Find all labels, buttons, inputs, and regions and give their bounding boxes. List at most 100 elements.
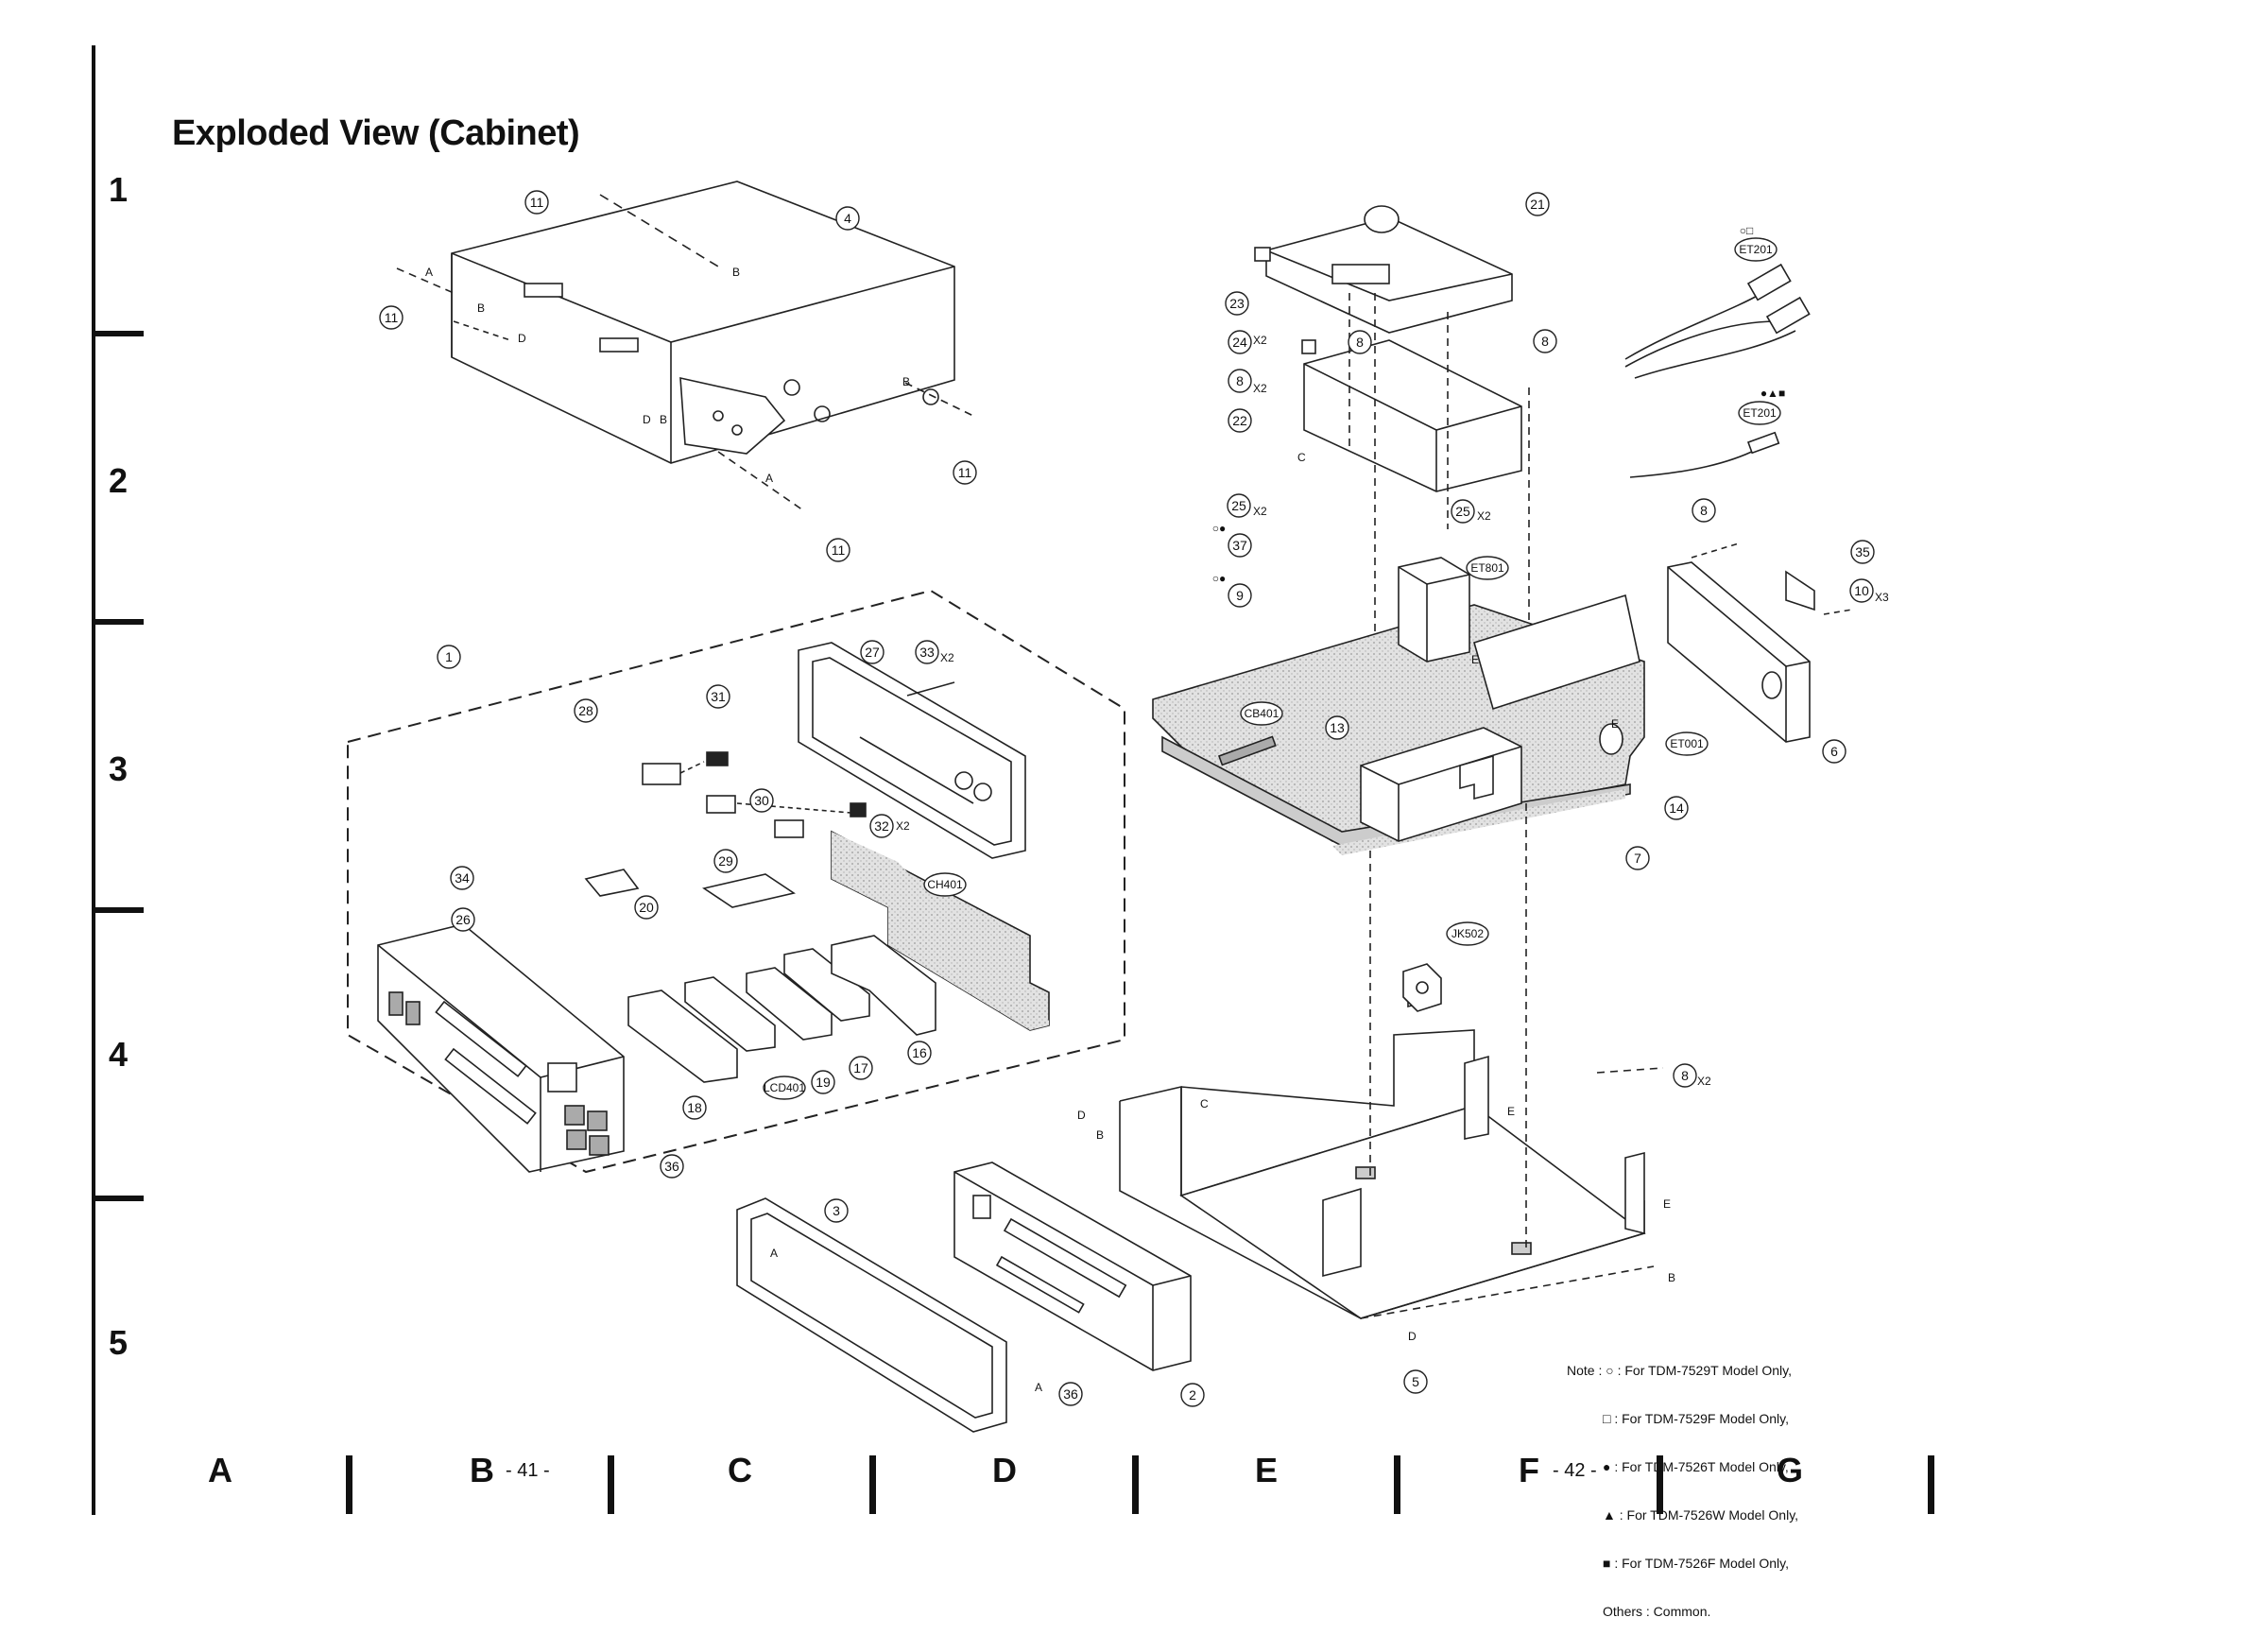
display-frame (798, 642, 1026, 859)
model-marker: ●▲■ (1760, 387, 1785, 400)
ref-letter-d: D (643, 413, 651, 426)
callout-jk502: JK502 (1451, 927, 1484, 940)
column-letter-d: D (992, 1451, 1017, 1489)
model-marker: ○□ (1740, 224, 1754, 237)
ref-letter-e: E (1507, 1105, 1515, 1118)
callout-35: 35 (1855, 544, 1870, 559)
et201-cable (1624, 263, 1811, 478)
ref-letter-b: B (1096, 1128, 1104, 1142)
callout-29: 29 (718, 853, 733, 869)
callout-24: 24 (1232, 335, 1247, 350)
bottom-chassis (1119, 964, 1655, 1319)
callout-33: 33 (919, 645, 935, 660)
row-tick (92, 619, 144, 625)
model-marker: ○● (1212, 572, 1227, 585)
callout-5: 5 (1412, 1374, 1419, 1389)
callout-30: 30 (754, 793, 769, 808)
callout-37: 37 (1232, 538, 1247, 553)
callout-et001: ET001 (1670, 737, 1704, 750)
callout-25: 25 (1455, 504, 1470, 519)
callout-3: 3 (833, 1203, 840, 1218)
callout-28: 28 (578, 703, 593, 718)
callout-et801: ET801 (1470, 561, 1504, 575)
callout-36: 36 (664, 1159, 679, 1174)
callout-31: 31 (711, 689, 726, 704)
exploded-view-page: Exploded View (Cabinet) 1 2 3 4 5 A B - … (92, 45, 1934, 1619)
note-line: ▲ : For TDM-7526W Model Only, (1603, 1507, 1799, 1523)
column-divider (1132, 1455, 1139, 1514)
column-divider (1394, 1455, 1400, 1514)
column-divider (869, 1455, 876, 1514)
callout-6: 6 (1830, 744, 1838, 759)
left-border-rule (92, 45, 95, 1515)
row-tick (92, 1196, 144, 1201)
ref-letter-b: B (902, 375, 910, 388)
ref-letter-b: B (660, 413, 667, 426)
callout-11: 11 (958, 465, 972, 480)
callout-13: 13 (1330, 720, 1345, 735)
note-line: ● : For TDM-7526T Model Only, (1603, 1459, 1789, 1474)
callout-circles (379, 190, 1875, 1407)
lcd-parts (584, 869, 936, 1083)
callout-22: 22 (1232, 413, 1247, 428)
jk502-jack (1402, 963, 1442, 1012)
column-divider (346, 1455, 352, 1514)
callout-27: 27 (865, 645, 880, 660)
ref-letter-b: B (1668, 1271, 1675, 1284)
board-components (1217, 557, 1640, 842)
multiplier-x2: X2 (896, 819, 910, 833)
callout-26: 26 (455, 912, 471, 927)
callout-36: 36 (1063, 1386, 1078, 1402)
multiplier-x2: X2 (1253, 382, 1267, 395)
callout-23: 23 (1229, 296, 1245, 311)
ref-letter-d: D (518, 332, 526, 345)
callout-21: 21 (1530, 197, 1545, 212)
callout-2: 2 (1189, 1387, 1196, 1402)
callout-10: 10 (1854, 583, 1869, 598)
row-tick (92, 907, 144, 913)
row-tick (92, 331, 144, 336)
callout-8: 8 (1541, 334, 1549, 349)
ref-letter-a: A (770, 1247, 778, 1260)
ref-letter-c: C (1200, 1097, 1209, 1110)
callout-34: 34 (455, 870, 470, 886)
callout-20: 20 (639, 900, 654, 915)
row-number-2: 2 (109, 461, 129, 500)
callout-7: 7 (1634, 851, 1641, 866)
multiplier-x2: X2 (940, 651, 954, 664)
row-number-4: 4 (109, 1035, 129, 1074)
multiplier-x2: X2 (1253, 505, 1267, 518)
cd-mechanism (1254, 205, 1530, 690)
column-divider (608, 1455, 614, 1514)
note-line: Others : Common. (1603, 1604, 1711, 1619)
multiplier-x2: X2 (1697, 1075, 1711, 1088)
ref-letter-c: C (1297, 451, 1306, 464)
callout-19: 19 (816, 1075, 831, 1090)
callout-ch401: CH401 (927, 878, 963, 891)
front-panel (377, 923, 625, 1173)
callout-14: 14 (1669, 800, 1684, 816)
exploded-view-drawing: 11 11 4 11 11 1 28 31 27 33 30 32 29 20 … (347, 181, 1889, 1433)
note-line: ■ : For TDM-7526F Model Only, (1603, 1556, 1789, 1571)
callout-16: 16 (912, 1045, 927, 1060)
callout-1: 1 (445, 649, 453, 664)
row-number-3: 3 (109, 749, 129, 788)
ref-letter-e: E (1663, 1197, 1671, 1211)
page-number-left: - 41 - (506, 1460, 550, 1481)
ref-letter-a: A (1035, 1381, 1042, 1394)
callout-11: 11 (385, 310, 399, 325)
row-number-1: 1 (109, 170, 129, 209)
page-number-right: - 42 - (1553, 1460, 1597, 1481)
ref-letter-a: A (425, 266, 433, 279)
callout-cb401: CB401 (1245, 707, 1280, 720)
model-note: Note : ○ : For TDM-7529T Model Only, □ :… (1567, 1331, 1798, 1652)
note-line: Note : ○ : For TDM-7529T Model Only, (1567, 1363, 1792, 1378)
column-letter-c: C (728, 1451, 752, 1489)
callout-25: 25 (1231, 498, 1246, 513)
column-divider (1657, 1455, 1663, 1514)
bezel-frame (736, 1197, 1007, 1433)
callout-et201: ET201 (1743, 406, 1777, 420)
callout-lcd401: LCD401 (764, 1081, 805, 1094)
ref-letter-e: E (1471, 653, 1479, 666)
ref-letter-b: B (477, 301, 485, 315)
